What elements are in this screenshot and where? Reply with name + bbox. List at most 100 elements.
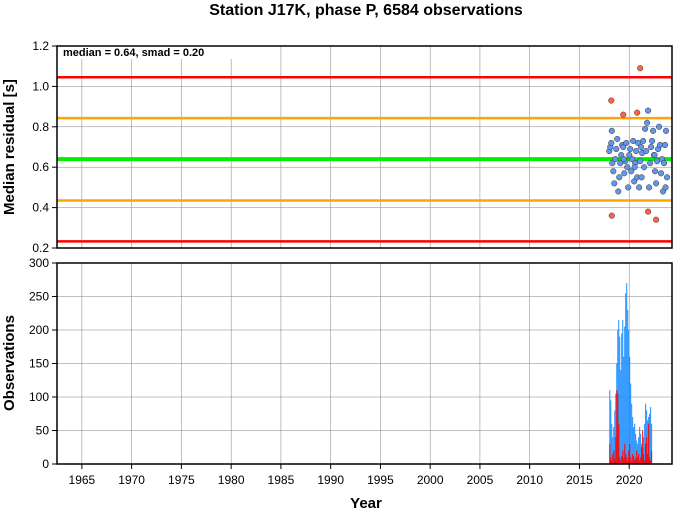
y-tick-label: 250: [29, 290, 49, 304]
residual-point: [637, 158, 644, 165]
y-tick-label: 200: [29, 323, 49, 337]
observation-bar: [614, 458, 616, 464]
observation-bar: [647, 453, 649, 464]
observation-bar: [621, 455, 623, 464]
residual-point: [633, 147, 640, 155]
observations-bars: [609, 283, 653, 464]
x-tick-label: 1985: [268, 473, 295, 487]
observation-bar: [646, 437, 648, 464]
observation-bar: [625, 453, 627, 464]
residual-point: [662, 184, 669, 191]
observation-bar: [611, 423, 613, 464]
observation-bar: [650, 460, 652, 464]
observation-bar: [640, 457, 642, 464]
y-tick-label: 50: [36, 424, 50, 438]
observation-bar: [641, 447, 643, 464]
observation-bar: [649, 413, 651, 464]
observation-bar: [615, 393, 617, 464]
residual-point: [656, 123, 663, 130]
residual-point: [652, 168, 659, 175]
observation-bar: [651, 450, 653, 464]
observation-bar: [618, 423, 620, 464]
observation-bar: [613, 427, 615, 464]
residual-point: [620, 143, 627, 151]
y-tick-label: 0.6: [32, 160, 49, 174]
observation-bar: [636, 450, 638, 464]
x-tick-label: 1995: [367, 473, 394, 487]
residual-y-axis: 0.20.40.60.81.01.2: [32, 39, 57, 255]
observation-bar: [633, 427, 635, 464]
observation-bar: [648, 423, 650, 464]
residual-point: [623, 139, 630, 147]
observation-bar: [627, 460, 629, 464]
observation-bar: [628, 450, 630, 464]
residual-frame: [56, 45, 673, 249]
reference-lines: [57, 76, 672, 243]
y-tick-label: 0.8: [32, 120, 49, 134]
residual-y-label: Median residual [s]: [1, 79, 18, 215]
y-tick-label: 150: [29, 357, 49, 371]
residual-point: [638, 143, 645, 151]
observation-bar: [611, 460, 613, 464]
observation-bar: [615, 437, 617, 464]
residual-point: [610, 168, 617, 175]
observation-bar: [637, 443, 639, 464]
x-tick-label: 2000: [417, 473, 444, 487]
observation-bar: [613, 450, 615, 464]
observation-bar: [635, 458, 637, 464]
residual-point: [608, 127, 615, 134]
observation-bar: [627, 309, 629, 464]
y-tick-label: 300: [29, 256, 49, 270]
residual-point: [615, 188, 622, 195]
residual-point: [608, 97, 615, 104]
residual-point: [608, 212, 615, 219]
observation-bar: [620, 370, 622, 464]
observation-bar: [630, 457, 632, 464]
residual-point: [624, 164, 631, 171]
residual-point: [620, 111, 627, 118]
observation-bar: [631, 460, 633, 464]
observation-bar: [610, 400, 612, 464]
residual-point: [661, 141, 669, 149]
residual-point: [625, 184, 632, 191]
observation-bar: [619, 336, 621, 464]
observation-bar: [644, 423, 646, 464]
observation-bar: [632, 417, 634, 464]
residual-point: [653, 180, 660, 187]
observation-bar: [629, 356, 631, 464]
residual-point: [662, 127, 670, 134]
observation-bar: [632, 453, 634, 464]
observation-bar: [639, 460, 641, 464]
residual-point: [608, 139, 615, 147]
stats-annotation-bg: [60, 45, 236, 59]
observation-bar: [621, 333, 623, 464]
observation-bar: [645, 403, 647, 464]
observation-bar: [628, 330, 630, 464]
observation-bar: [640, 433, 642, 464]
observation-bar: [634, 459, 636, 464]
residual-point: [663, 174, 671, 181]
observation-bar: [618, 319, 620, 464]
observation-bar: [630, 383, 632, 464]
residual-point: [628, 168, 635, 175]
stats-annotation: median = 0.64, smad = 0.20: [63, 47, 204, 59]
observation-bar: [626, 283, 628, 464]
observation-bar: [651, 423, 653, 464]
residual-point: [641, 164, 648, 171]
residual-point: [616, 174, 623, 181]
residual-point: [636, 184, 643, 191]
y-tick-label: 0: [42, 457, 49, 471]
observation-bar: [623, 458, 625, 464]
observation-bar: [645, 443, 647, 464]
x-tick-label: 2005: [467, 473, 494, 487]
observations-y-label: Observations: [1, 315, 18, 411]
observation-bar: [647, 420, 649, 464]
chart-title: Station J17K, phase P, 6584 observations: [209, 2, 523, 19]
x-tick-label: 1975: [168, 473, 195, 487]
x-tick-label: 2015: [566, 473, 593, 487]
observation-bar: [638, 453, 640, 464]
observation-bar: [622, 450, 624, 464]
